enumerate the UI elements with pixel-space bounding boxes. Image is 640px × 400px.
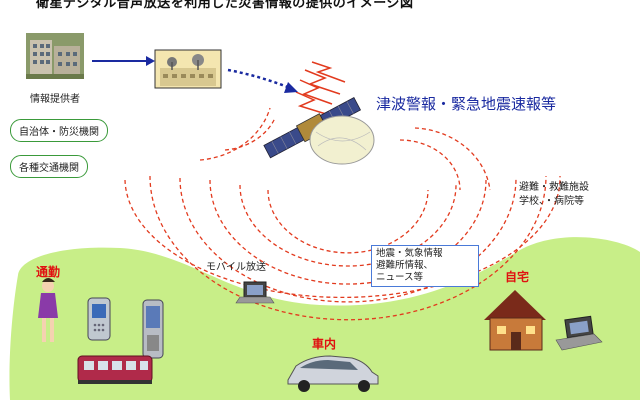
information-box: 地震・気象情報 避難所情報、 ニュース等 — [371, 245, 479, 287]
evacuation-line-2: 学校、・病院等 — [519, 196, 584, 207]
broadcast-station-image — [154, 49, 222, 89]
evacuation-line-1: 避難・救難施設 — [519, 182, 589, 193]
provider-building-image — [26, 33, 84, 79]
local-government-pill: 自治体・防災機関 — [10, 119, 108, 142]
provider-label: 情報提供者 — [30, 94, 80, 105]
commuter-person-image — [38, 278, 58, 342]
info-box-line-2: 避難所情報、 — [376, 260, 434, 271]
car-label: 車内 — [312, 337, 337, 351]
house-image — [484, 290, 546, 351]
signal-lightning — [295, 61, 346, 115]
arrow-to-station — [92, 56, 155, 66]
laptop-mobile-image — [235, 281, 275, 304]
mobile-broadcast-label: モバイル放送 — [206, 262, 266, 273]
commute-label: 通勤 — [36, 265, 61, 279]
transport-pill: 各種交通機関 — [10, 155, 88, 178]
uplink-arrow — [227, 68, 298, 93]
broadcast-waves — [124, 107, 561, 321]
diagram-title: 衛星デジタル音声放送を利用した災害情報の提供のイメージ図 — [36, 0, 414, 11]
mobile-phone-image — [87, 297, 111, 341]
evacuation-facilities-label: 避難・救難施設 学校、・病院等 — [519, 181, 589, 209]
satellite-image — [263, 97, 375, 165]
info-box-line-1: 地震・気象情報 — [376, 248, 443, 259]
satellite-message: 津波警報・緊急地震速報等 — [376, 95, 557, 113]
home-label: 自宅 — [505, 270, 530, 284]
train-image — [77, 355, 153, 384]
pda-device-image — [142, 299, 164, 359]
laptop-home-image — [555, 315, 603, 351]
info-box-line-3: ニュース等 — [376, 272, 424, 283]
car-image — [287, 355, 379, 392]
